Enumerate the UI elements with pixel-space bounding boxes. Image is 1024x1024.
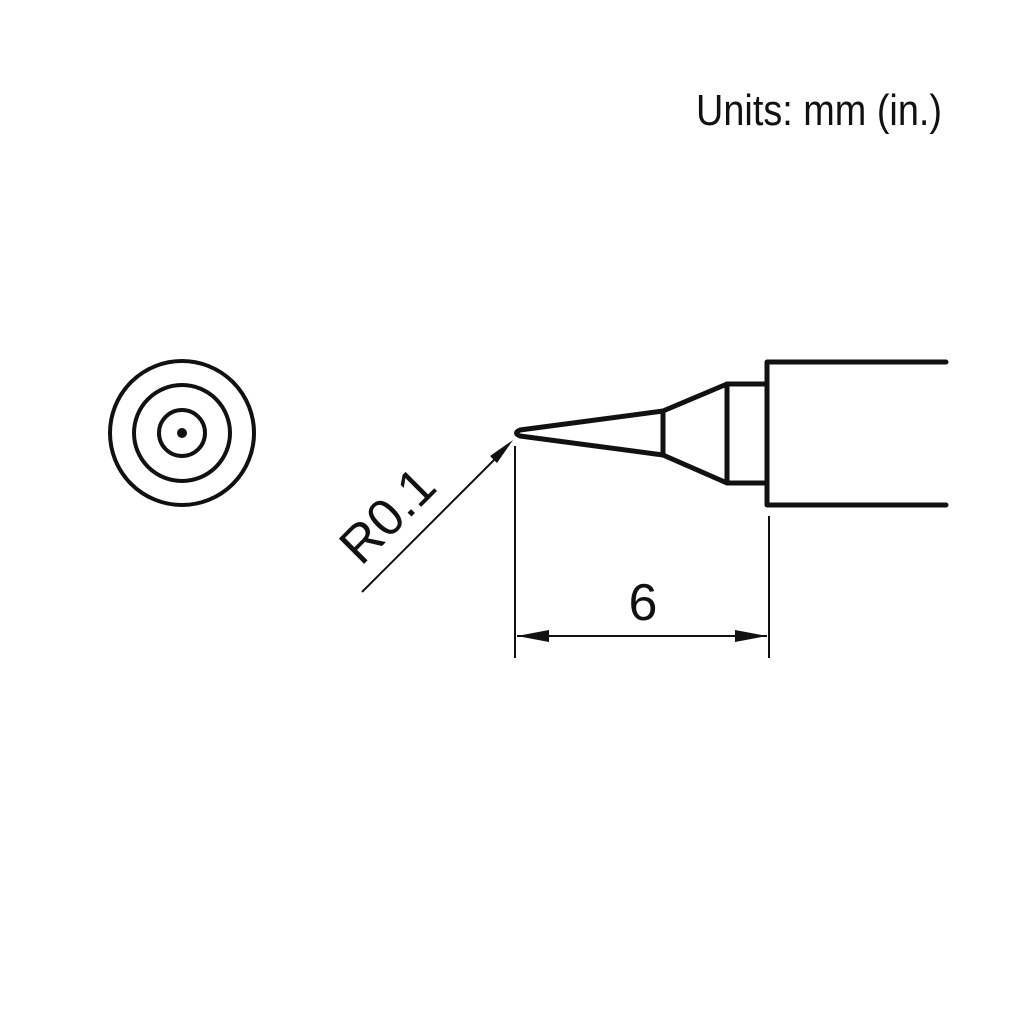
end-view: [108, 359, 256, 507]
middle-circle: [132, 383, 232, 483]
arrow-left-icon: [517, 630, 549, 642]
radius-arrow-icon: [490, 440, 513, 463]
side-view: [514, 359, 949, 508]
dimensions: 6 R0.1: [329, 440, 770, 658]
inner-circle: [157, 408, 207, 458]
cone-section: [660, 381, 730, 486]
arrow-right-icon: [735, 630, 767, 642]
outer-circle: [108, 359, 256, 507]
radius-label: R0.1: [329, 457, 448, 576]
collar: [724, 381, 770, 486]
shaft: [764, 359, 949, 508]
tip-taper: [514, 408, 666, 458]
center-dot: [177, 428, 187, 438]
length-label: 6: [629, 574, 658, 632]
radius-leader: [361, 448, 506, 593]
units-label: Units: mm (in.): [696, 86, 942, 135]
